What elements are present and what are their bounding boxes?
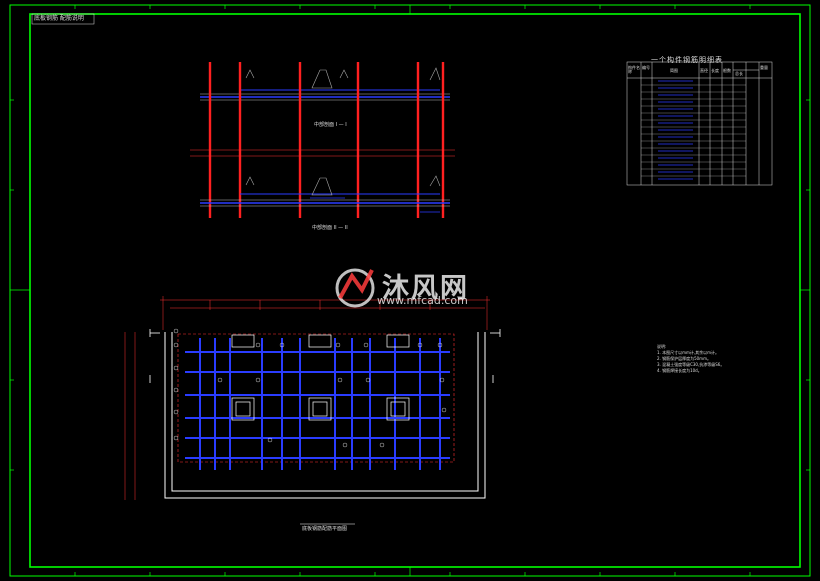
rebar-table-title: 一个构件钢筋明细表 bbox=[651, 56, 723, 64]
table-header-sketch: 简图 bbox=[670, 68, 678, 73]
drawing-frame bbox=[9, 4, 811, 577]
rebar-schedule-table bbox=[626, 61, 773, 186]
notes-title: 说明: bbox=[657, 344, 667, 349]
note-3: 3. 混凝土强度等级C30,抗渗等级S6。 bbox=[657, 362, 725, 367]
note-1: 1. 本图尺寸以mm计,其余以m计。 bbox=[657, 350, 720, 355]
watermark-url: www.mfcad.com bbox=[377, 294, 468, 307]
table-header-length: 长度 bbox=[711, 68, 719, 73]
table-header-diameter: 直径 bbox=[700, 68, 708, 73]
note-2: 2. 钢筋保护层厚度为50mm。 bbox=[657, 356, 711, 361]
drawing-notes: 说明: 1. 本图尺寸以mm计,其余以m计。 2. 钢筋保护层厚度为50mm。 … bbox=[657, 344, 724, 374]
table-header-weight: 重量 bbox=[760, 65, 768, 70]
section-2-title: 中部剖面 II — II bbox=[312, 225, 348, 231]
plan-view bbox=[124, 296, 501, 525]
table-header-member: 构件名称 bbox=[628, 65, 640, 74]
plan-view-title: 底板钢筋配筋平面图 bbox=[302, 526, 348, 532]
section-view-1 bbox=[190, 62, 455, 218]
table-header-total: 总长 bbox=[735, 71, 743, 76]
table-header-count: 根数 bbox=[723, 68, 731, 73]
watermark-logo-icon bbox=[335, 268, 375, 308]
watermark-name: 沐风网 bbox=[382, 273, 469, 304]
section-1-title: 中部剖面 I — I bbox=[314, 122, 347, 128]
title-block-tab: 底板钢筋 配筋说明 bbox=[34, 15, 84, 22]
section-view-2 bbox=[200, 175, 450, 213]
note-4: 4. 钢筋焊接长度为10d。 bbox=[657, 368, 702, 373]
table-header-number: 编号 bbox=[642, 65, 650, 70]
